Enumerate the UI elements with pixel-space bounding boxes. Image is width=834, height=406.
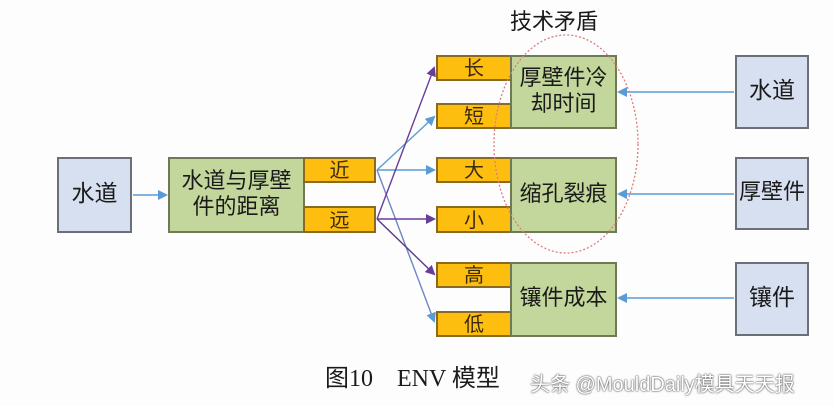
right-input-thick-wall: 厚壁件 — [735, 157, 809, 230]
value-short: 短 — [436, 103, 512, 129]
technical-contradiction-label: 技术矛盾 — [510, 10, 599, 35]
right-input-insert: 镶件 — [735, 262, 809, 336]
figure-caption: 图10 ENV 模型 — [325, 366, 500, 392]
arrow-far-to-high — [376, 218, 436, 276]
right-input-waterway: 水道 — [735, 55, 809, 129]
outcome-insert-cost: 镶件成本 — [510, 262, 617, 337]
value-long: 长 — [436, 55, 512, 81]
value-far: 远 — [303, 206, 376, 233]
arrow-far-to-long — [376, 66, 436, 220]
arrow-near-to-low — [376, 169, 436, 323]
center-node: 水道与厚壁件的距离 — [168, 157, 305, 233]
contradiction-ellipse — [493, 34, 639, 254]
watermark: 头条 @MouldDaily模具天天报 — [530, 374, 795, 396]
outcome-shrinkage-cracks: 缩孔裂痕 — [510, 157, 617, 233]
value-near: 近 — [303, 157, 376, 183]
value-low: 低 — [436, 311, 512, 337]
left-input-node: 水道 — [57, 157, 132, 233]
outcome-cooling-time: 厚壁件冷却时间 — [510, 55, 617, 129]
value-large: 大 — [436, 157, 512, 183]
value-small: 小 — [436, 206, 512, 233]
